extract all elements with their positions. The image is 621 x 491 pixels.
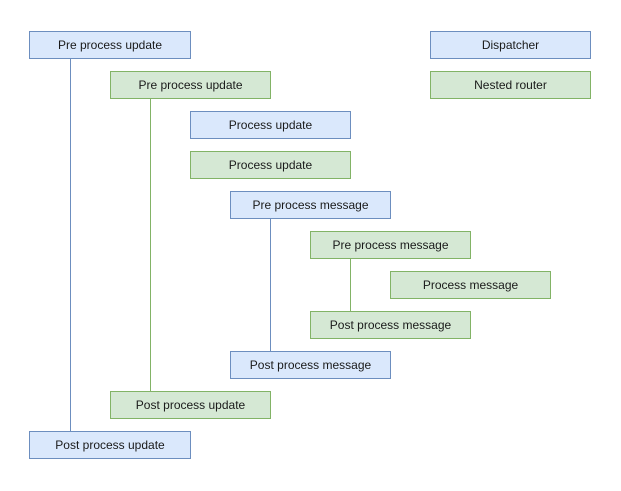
lifeline-blue-3 bbox=[270, 219, 271, 351]
node-label: Process update bbox=[228, 158, 313, 172]
node-pre-process-update-2[interactable]: Pre process update bbox=[110, 71, 271, 99]
node-process-message-7[interactable]: Process message bbox=[390, 271, 551, 299]
node-label: Process message bbox=[422, 278, 519, 292]
node-label: Post process message bbox=[249, 358, 372, 372]
lifeline-blue-1 bbox=[70, 59, 71, 431]
legend-item-label: Dispatcher bbox=[481, 38, 540, 52]
node-label: Pre process update bbox=[57, 38, 163, 52]
node-label: Post process message bbox=[329, 318, 452, 332]
node-pre-process-message-5[interactable]: Pre process message bbox=[230, 191, 391, 219]
node-post-process-update-10[interactable]: Post process update bbox=[110, 391, 271, 419]
node-process-update-4[interactable]: Process update bbox=[190, 151, 351, 179]
node-label: Process update bbox=[228, 118, 313, 132]
node-label: Post process update bbox=[135, 398, 246, 412]
legend-item-nested-router[interactable]: Nested router bbox=[430, 71, 591, 99]
node-post-process-message-9[interactable]: Post process message bbox=[230, 351, 391, 379]
lifeline-green-2 bbox=[150, 99, 151, 391]
node-label: Pre process update bbox=[138, 78, 243, 92]
node-pre-process-message-6[interactable]: Pre process message bbox=[310, 231, 471, 259]
legend-item-label: Nested router bbox=[474, 78, 547, 92]
node-post-process-message-8[interactable]: Post process message bbox=[310, 311, 471, 339]
node-post-process-update-11[interactable]: Post process update bbox=[29, 431, 191, 459]
lifeline-green-4 bbox=[350, 259, 351, 311]
node-process-update-3[interactable]: Process update bbox=[190, 111, 351, 139]
node-pre-process-update-1[interactable]: Pre process update bbox=[29, 31, 191, 59]
node-label: Post process update bbox=[55, 438, 165, 452]
node-label: Pre process message bbox=[332, 238, 449, 252]
legend-item-dispatcher[interactable]: Dispatcher bbox=[430, 31, 591, 59]
node-label: Pre process message bbox=[252, 198, 369, 212]
